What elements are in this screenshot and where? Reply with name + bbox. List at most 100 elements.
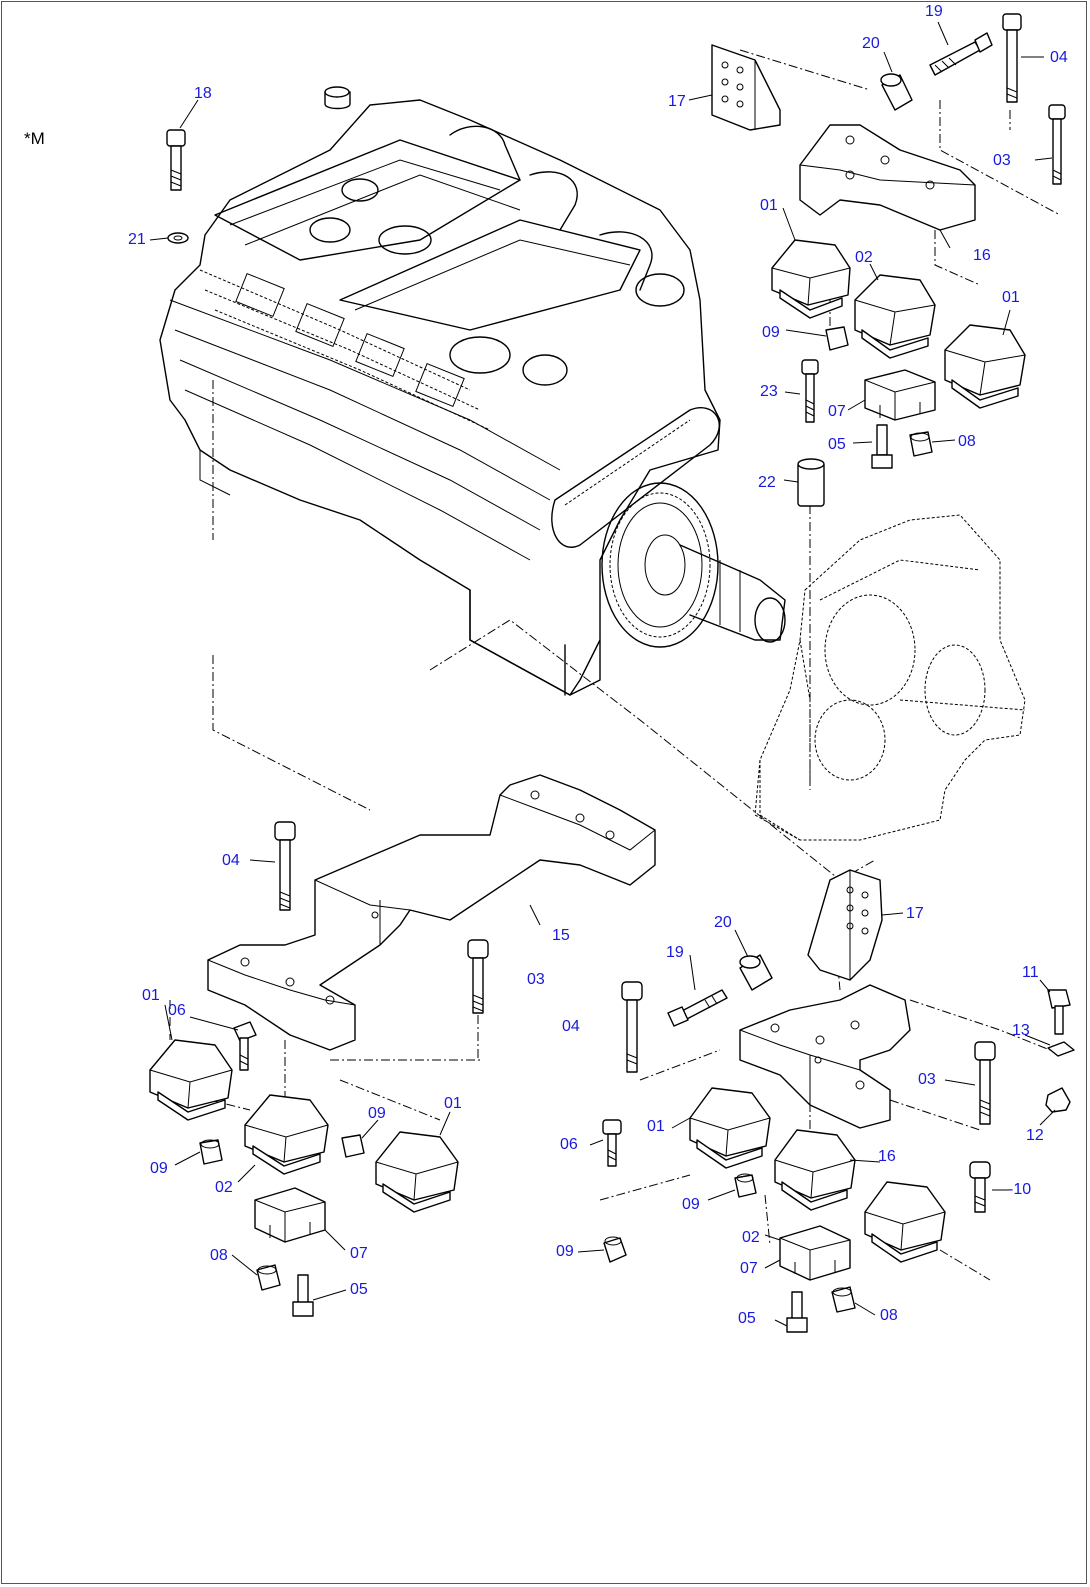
callout-01-top-a: 01	[760, 197, 778, 214]
bolt-06-left	[233, 1021, 257, 1071]
mount-02-left	[244, 1094, 329, 1175]
callout-18: 18	[194, 85, 212, 102]
bracket-17-top	[711, 44, 781, 131]
bolt-03-left	[467, 939, 489, 1014]
nut-09-top	[825, 326, 849, 351]
callout-03-top: 03	[993, 152, 1011, 169]
callout-05-left: 05	[350, 1281, 368, 1298]
callout-04-right: 04	[562, 1018, 580, 1035]
nut-08-left	[256, 1264, 281, 1291]
callout-09-left-a: 09	[150, 1160, 168, 1177]
callout-16-top: 16	[973, 247, 991, 264]
callout-02-top: 02	[855, 249, 873, 266]
bolt-05-right	[786, 1291, 808, 1333]
callout-07-right: 07	[740, 1260, 758, 1277]
callout-22: 22	[758, 474, 776, 491]
bolt-05-left	[292, 1274, 314, 1317]
plate-07-left	[254, 1187, 326, 1243]
callout-03-left: 03	[527, 971, 545, 988]
bushing-20-right	[739, 954, 773, 991]
nut-08-right	[831, 1286, 856, 1313]
callout-01-left-b: 01	[444, 1095, 462, 1112]
bolt-04-right	[621, 981, 643, 1073]
bolt-03-right	[974, 1041, 996, 1125]
mount-01-left-a	[149, 1039, 233, 1121]
nut-08-top	[909, 431, 933, 457]
callout-08-top: 08	[958, 433, 976, 450]
plate-07-top	[864, 369, 936, 421]
bracket-16-top	[799, 124, 976, 231]
callout-01-left-a: 01	[142, 987, 160, 1004]
bracket-17-right	[807, 869, 883, 981]
callout-01-right: 01	[647, 1118, 665, 1135]
callout-15: 15	[552, 927, 570, 944]
mount-01-left-b	[375, 1131, 459, 1213]
callout-07-top: 07	[828, 403, 846, 420]
callout-23: 23	[760, 383, 778, 400]
transmission-housing	[754, 514, 1026, 841]
spacer-22	[797, 458, 825, 507]
nut-09-right-a	[734, 1173, 757, 1198]
callout-03-right: 03	[918, 1071, 936, 1088]
plate-07-right	[779, 1225, 851, 1281]
callout-05-top: 05	[828, 436, 846, 453]
bracket-16-right	[739, 984, 911, 1129]
callout-06-right: 06	[560, 1136, 578, 1153]
bolt-23	[801, 359, 819, 423]
bolt-10	[969, 1161, 991, 1213]
nut-09-left-a	[199, 1139, 223, 1165]
callout-19-right: 19	[666, 944, 684, 961]
nut-12	[1045, 1087, 1071, 1113]
callout-labels: 19 20 04 17 18 03 21 01 16 02 01 09 23 0…	[128, 3, 1068, 1327]
callout-01-top-b: 01	[1002, 289, 1020, 306]
mount-02-right	[774, 1129, 856, 1211]
callout-13: 13	[1012, 1022, 1030, 1039]
bolt-05-top	[871, 424, 893, 469]
bolt-19-right	[667, 989, 728, 1027]
callout-21: 21	[128, 231, 146, 248]
callout-09-top: 09	[762, 324, 780, 341]
callout-07-left: 07	[350, 1245, 368, 1262]
callout-09-right-b: 09	[556, 1243, 574, 1260]
bolt-06-right	[602, 1119, 622, 1167]
callout-05-right: 05	[738, 1310, 756, 1327]
bolt-04-top	[1002, 13, 1022, 103]
nut-09-left-b	[341, 1134, 365, 1158]
callout-09-right-a: 09	[682, 1196, 700, 1213]
callout-02-left: 02	[215, 1179, 233, 1196]
callout-09-left-b: 09	[368, 1105, 386, 1122]
callout-08-right: 08	[880, 1307, 898, 1324]
bolt-04-left	[274, 821, 296, 911]
bushing-20-top	[880, 73, 913, 111]
mount-02-top	[854, 274, 936, 359]
callout-20-top: 20	[862, 35, 880, 52]
callout-17-right: 17	[906, 905, 924, 922]
bolt-03-top	[1048, 104, 1066, 185]
callout-04-top: 04	[1050, 49, 1068, 66]
callout-11: 11	[1022, 964, 1039, 981]
leader-lines	[149, 21, 1056, 1327]
callout-12: 12	[1026, 1127, 1044, 1144]
callout-10: -10	[1008, 1181, 1031, 1198]
assembly-guide-lines	[169, 49, 1061, 1281]
bolt-18	[166, 129, 186, 191]
sheet-marker: *M	[24, 129, 45, 148]
callout-17-top: 17	[668, 93, 686, 110]
callout-08-left: 08	[210, 1247, 228, 1264]
nut-09-right-b	[603, 1236, 627, 1263]
washer-13	[1047, 1041, 1075, 1057]
callout-20-right: 20	[714, 914, 732, 931]
washer-21	[167, 232, 189, 244]
callout-16-right: 16	[878, 1148, 896, 1165]
frame-15	[207, 774, 656, 1051]
callout-04-left: 04	[222, 852, 240, 869]
callout-06-left: 06	[168, 1002, 186, 1019]
engine-block	[159, 86, 786, 696]
mount-01-top-b	[944, 324, 1026, 409]
bolt-11	[1047, 989, 1071, 1035]
mount-01-top-a	[771, 239, 851, 319]
mount-right-c	[864, 1181, 946, 1263]
mount-01-right	[689, 1087, 771, 1169]
